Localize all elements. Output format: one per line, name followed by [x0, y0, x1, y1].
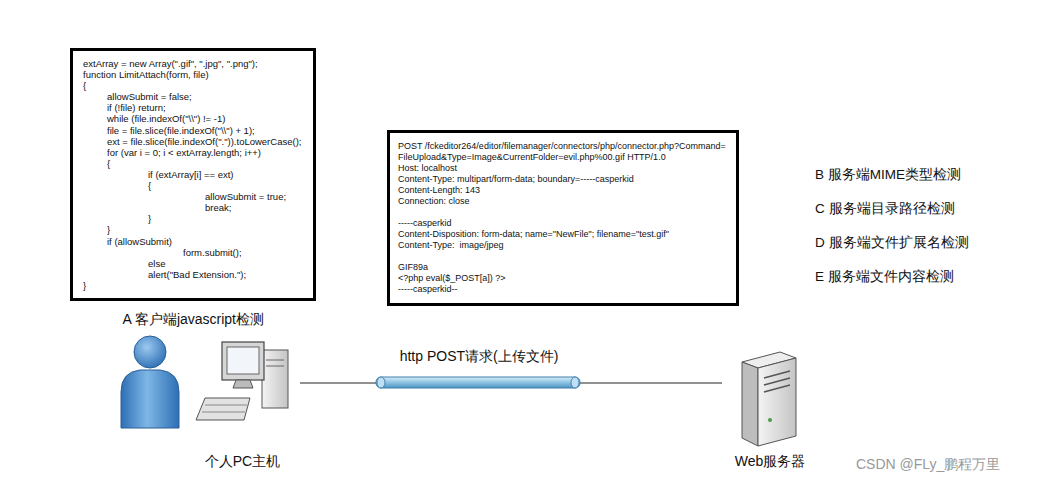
request-line: -----casperkid [398, 218, 726, 229]
request-line: Connection: close [398, 196, 726, 207]
code-line: extArray = new Array(".gif", ".jpg", ".p… [83, 58, 301, 69]
check-label: E 服务端文件内容检测 [815, 268, 954, 286]
web-server: Web服务器 [722, 346, 818, 470]
host-label: 个人PC主机 [165, 452, 320, 470]
code-line: for (var i = 0; i < extArray.length; i++… [83, 147, 301, 158]
person-body [121, 370, 179, 428]
code-box: extArray = new Array(".gif", ".jpg", ".p… [70, 48, 316, 301]
request-line: POST /fckeditor264/editor/filemanager/co… [398, 141, 726, 152]
code-line: { [83, 80, 301, 91]
watermark: CSDN @FLy_鹏程万里 [856, 456, 1000, 474]
keyboard-keys [202, 405, 247, 412]
request-line: GIF89a [398, 262, 726, 273]
pc-tower [262, 350, 288, 408]
code-line: allowSubmit = false; [83, 91, 301, 102]
drive-slot [266, 360, 284, 361]
code-line: { [83, 180, 301, 191]
pc-host: 个人PC主机 [185, 336, 300, 470]
keyboard [196, 398, 250, 420]
drive-slot [266, 366, 284, 367]
request-line: Content-Type: image/jpeg [398, 240, 726, 251]
request-line: Content-Disposition: form-data; name="Ne… [398, 229, 726, 240]
tube-end [571, 377, 579, 388]
code-line: } [83, 224, 301, 235]
person-icon [121, 336, 179, 428]
server-side [742, 362, 758, 446]
monitor-stand [233, 380, 253, 388]
request-line: -----casperkid-- [398, 284, 726, 295]
code-line: if (!file) return; [83, 102, 301, 113]
code-line: if (allowSubmit) [83, 236, 301, 247]
server-led [768, 418, 772, 422]
code-line: { [83, 158, 301, 169]
request-line: <?php eval($_POST[a]) ?> [398, 273, 726, 284]
request-line: Host: localhost [398, 163, 726, 174]
code-line: } [83, 213, 301, 224]
code-line: if (extArray[i] == ext) [83, 169, 301, 180]
pc-icon [196, 342, 288, 420]
box-caption: A 客户端javascript检测 [53, 310, 333, 328]
request-line: FileUpload&Type=Image&CurrentFolder=evil… [398, 152, 726, 163]
tube-body [376, 377, 580, 388]
code-line: ext = file.slice(file.indexOf(".")).toLo… [83, 136, 301, 147]
monitor-screen [227, 347, 259, 374]
code-line: while (file.indexOf("\\") != -1) [83, 113, 301, 124]
check-label: D 服务端文件扩展名检测 [815, 234, 969, 252]
monitor-frame [222, 342, 264, 380]
server-label: Web服务器 [702, 452, 838, 470]
code-line: break; [83, 202, 301, 213]
tube-end [377, 377, 385, 388]
request-line: Content-Length: 143 [398, 185, 726, 196]
check-label: C 服务端目录路径检测 [815, 200, 955, 218]
transfer-tube [376, 377, 580, 388]
server-front [758, 358, 796, 446]
server-bays [764, 371, 790, 392]
request-box: POST /fckeditor264/editor/filemanager/co… [387, 130, 739, 306]
code-line: alert("Bad Extension."); [83, 269, 301, 280]
code-line: } [83, 280, 301, 291]
check-label: B 服务端MIME类型检测 [815, 166, 961, 184]
edge-label: http POST请求(上传文件) [397, 347, 562, 365]
code-line: allowSubmit = true; [83, 191, 301, 202]
code-line: function LimitAttach(form, file) [83, 69, 301, 80]
request-line: Content-Type: multipart/form-data; bound… [398, 174, 726, 185]
code-line: else [83, 258, 301, 269]
code-line: form.submit(); [83, 247, 301, 258]
person-head [134, 336, 166, 368]
code-line: file = file.slice(file.indexOf("\\") + 1… [83, 125, 301, 136]
server-icon [742, 352, 796, 446]
